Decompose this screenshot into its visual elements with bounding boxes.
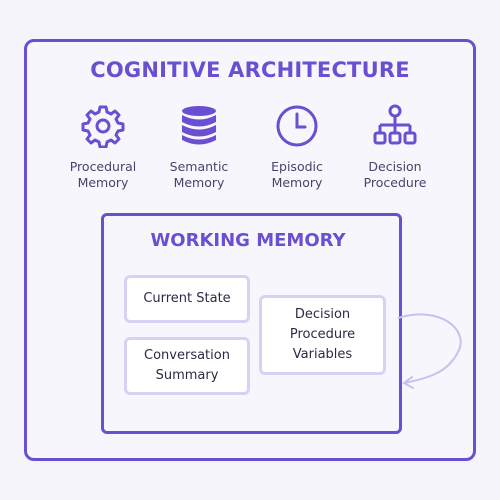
database-icon	[144, 104, 254, 148]
decision-variables-line3: Variables	[292, 347, 353, 362]
gear-icon	[48, 104, 158, 148]
component-label-line1: Episodic	[271, 159, 323, 174]
hierarchy-icon	[340, 104, 450, 148]
decision-variables-line1: Decision	[294, 307, 351, 322]
component-semantic-memory: Semantic Memory	[144, 104, 254, 191]
current-state-box: Current State	[124, 275, 250, 323]
component-procedural-memory: Procedural Memory	[48, 104, 158, 191]
component-label-line2: Procedure	[363, 175, 427, 190]
working-memory-title: WORKING MEMORY	[150, 230, 346, 251]
decision-variables-line2: Procedure	[289, 327, 356, 342]
component-episodic-memory: Episodic Memory	[242, 104, 352, 191]
clock-icon	[242, 104, 352, 148]
diagram-title: COGNITIVE ARCHITECTURE	[90, 58, 410, 82]
component-label-line2: Memory	[77, 175, 129, 190]
component-label-line1: Semantic	[169, 159, 229, 174]
component-decision-procedure: Decision Procedure	[340, 104, 450, 191]
component-label-line1: Procedural	[69, 159, 137, 174]
component-label-line1: Decision	[368, 159, 422, 174]
current-state-label: Current State	[143, 291, 231, 306]
decision-variables-box: Decision Procedure Variables	[259, 295, 386, 375]
conversation-summary-box: Conversation Summary	[124, 337, 250, 395]
conversation-summary-line2: Summary	[155, 368, 219, 383]
component-label-line2: Memory	[173, 175, 225, 190]
component-label-line2: Memory	[271, 175, 323, 190]
conversation-summary-line1: Conversation	[144, 348, 230, 363]
